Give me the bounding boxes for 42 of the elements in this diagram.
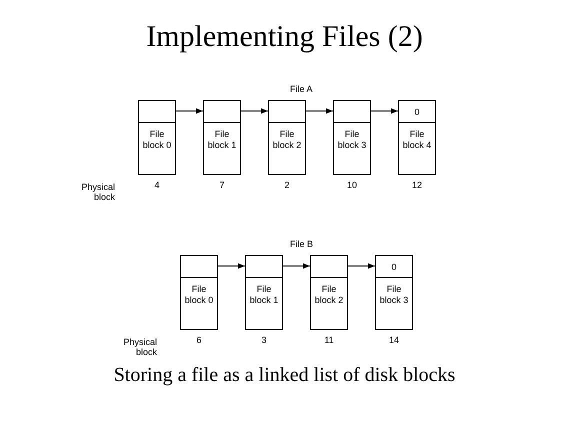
pointer-field: 0 [399,101,435,123]
arrow [370,108,398,114]
block-number: 12 [410,180,423,190]
block-number: 7 [218,180,226,190]
block-label: File block 4 [402,129,432,151]
arrow [282,263,310,269]
block-number: 3 [260,335,268,345]
block-label: File block 0 [142,129,172,151]
arrow [218,263,246,269]
block-label: File block 0 [184,284,214,306]
disk-block [203,100,241,175]
arrow [176,108,204,114]
block-number: 4 [153,180,160,190]
disk-block [268,100,306,175]
disk-block [310,255,348,330]
disk-block [333,100,371,175]
disk-block [138,100,176,175]
disk-block [245,255,283,330]
block-label: File block 1 [248,284,280,306]
block-label: File block 2 [272,129,302,151]
block-number: 6 [195,335,202,345]
disk-block [375,255,413,330]
block-number: 14 [388,335,400,345]
block-number: 10 [346,180,358,190]
arrow [348,263,376,269]
arrow [306,108,334,114]
block-label: File block 2 [314,284,344,306]
block-label: File block 3 [336,129,368,151]
disk-block [180,255,218,330]
block-label: File block 3 [378,284,410,306]
text-label: Physical block [80,182,115,202]
block-number: 11 [323,335,335,345]
block-number: 2 [283,180,290,190]
block-label: File block 1 [206,129,238,151]
disk-block [398,100,436,175]
text-label: File A [290,84,313,94]
slide-title: Implementing Files (2) [146,20,423,54]
pointer-field: 0 [376,256,412,278]
text-label: Physical block [122,337,157,357]
text-label: File B [290,239,314,249]
caption: Storing a file as a linked list of disk blocks [114,364,456,387]
arrow [240,108,268,114]
